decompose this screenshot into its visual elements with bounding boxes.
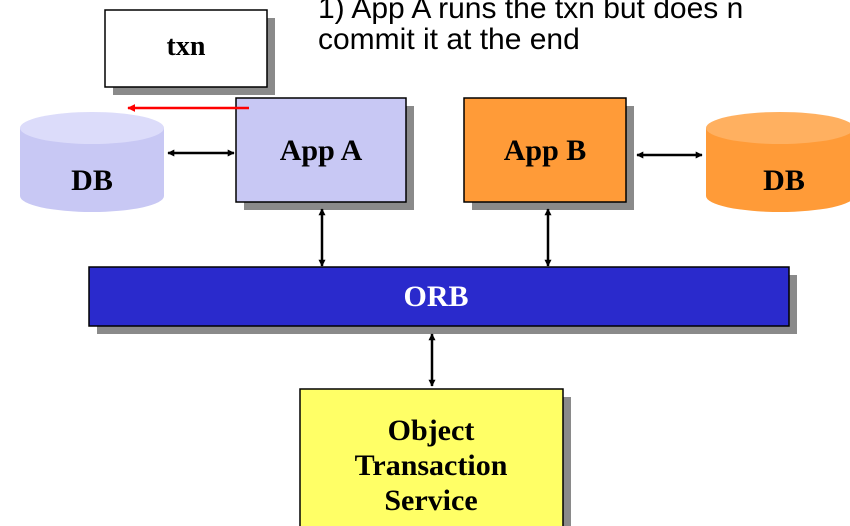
orb-body (88, 266, 790, 327)
db-right-cylinder: DB (706, 112, 850, 212)
app-b-box: App B (463, 97, 634, 210)
ots-line-3: Service (384, 484, 477, 517)
db-right-label: DB (763, 164, 805, 197)
ots-body (299, 388, 564, 526)
app-a-box: App A (235, 97, 414, 210)
orb-bar: ORB (88, 266, 797, 334)
ots-line-2: Transaction (355, 449, 508, 482)
db-left-body (20, 128, 164, 212)
orb-label: ORB (403, 280, 468, 313)
db-right-body (706, 128, 850, 212)
ots-box: Object Transaction Service (299, 388, 571, 526)
ots-line-1: Object (388, 414, 475, 447)
txn-label: txn (167, 31, 206, 62)
txn-box: txn (104, 9, 275, 95)
db-left-label: DB (71, 164, 113, 197)
app-a-body (235, 97, 407, 203)
db-left-cylinder: DB (20, 112, 164, 212)
caption-line-2: commit it at the end (318, 23, 580, 56)
db-right-top (706, 112, 850, 144)
app-b-body (463, 97, 627, 203)
caption-line-1: 1) App A runs the txn but does n (318, 0, 743, 25)
txn-box-body (104, 9, 268, 88)
db-left-top (20, 112, 164, 144)
app-b-label: App B (504, 134, 587, 167)
app-a-label: App A (280, 134, 363, 167)
